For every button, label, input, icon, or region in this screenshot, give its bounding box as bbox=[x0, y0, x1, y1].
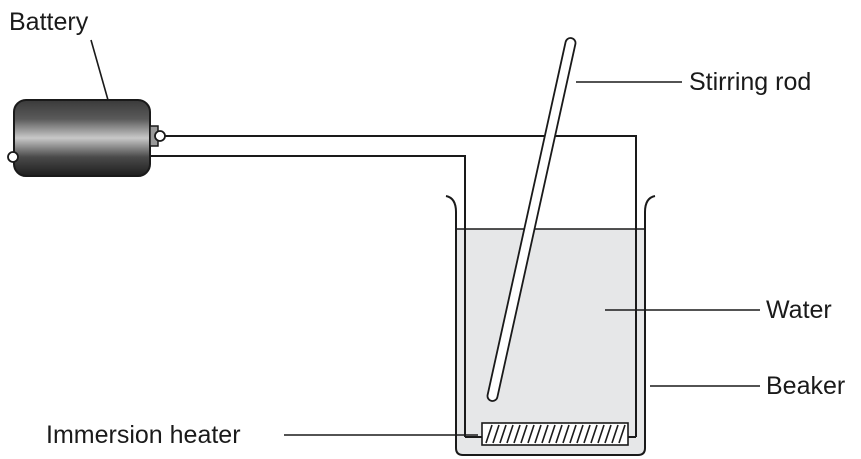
battery bbox=[7, 99, 166, 177]
beaker bbox=[445, 195, 656, 456]
label-beaker: Beaker bbox=[766, 372, 845, 400]
battery-terminal-negative bbox=[7, 151, 19, 163]
label-stirring-rod: Stirring rod bbox=[689, 68, 811, 96]
wire-bottom bbox=[150, 155, 466, 437]
label-battery: Battery bbox=[9, 8, 89, 36]
battery-terminal-positive bbox=[154, 130, 166, 142]
heater-coil bbox=[485, 424, 626, 444]
label-water: Water bbox=[766, 296, 832, 324]
leader-battery bbox=[90, 39, 109, 101]
wire-top bbox=[160, 135, 637, 437]
water bbox=[456, 229, 645, 455]
label-immersion-heater: Immersion heater bbox=[46, 421, 241, 449]
stirring-rod bbox=[486, 37, 577, 402]
